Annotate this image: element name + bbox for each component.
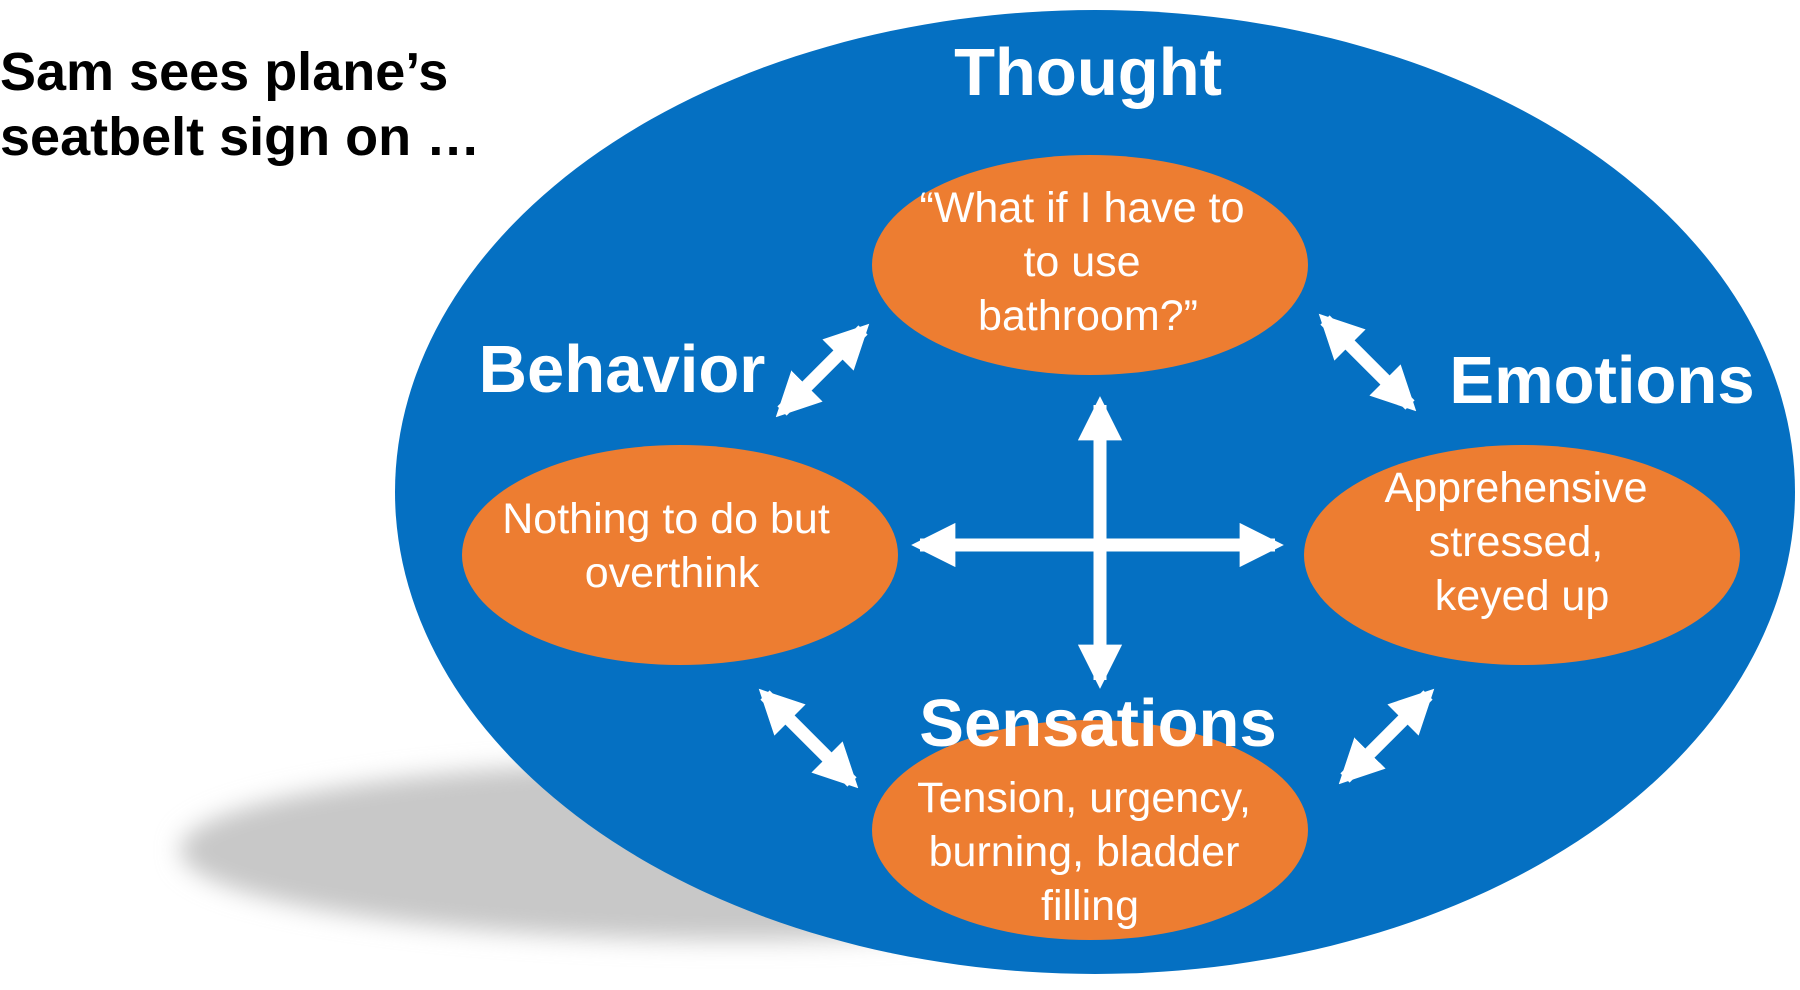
- emotions-heading: Emotions: [1449, 343, 1754, 418]
- sensations-line-3: filling: [1041, 882, 1139, 930]
- thought-line-3: bathroom?”: [978, 292, 1198, 340]
- thought-line-1: “What if I have to: [920, 184, 1245, 232]
- caption-line-1: Sam sees plane’s: [0, 42, 448, 102]
- thought-bubble: [872, 155, 1308, 375]
- diagram-caption: Sam sees plane’s seatbelt sign on …: [0, 42, 480, 167]
- sensations-bubble: [872, 720, 1308, 940]
- emotions-text: Apprehensive stressed, keyed up: [1385, 464, 1660, 620]
- caption-line-2: seatbelt sign on …: [0, 107, 480, 167]
- behavior-bubble: [462, 445, 898, 665]
- sensations-line-1: Tension, urgency,: [917, 774, 1251, 822]
- sensations-line-2: burning, bladder: [929, 828, 1240, 876]
- emotions-line-2: stressed,: [1429, 518, 1603, 566]
- thought-heading: Thought: [954, 35, 1222, 110]
- double-arrow-icon: [775, 323, 870, 418]
- double-arrow-icon: [1338, 688, 1435, 785]
- behavior-line-2: overthink: [585, 549, 760, 597]
- behavior-heading: Behavior: [479, 332, 766, 407]
- sensations-heading: Sensations: [919, 686, 1276, 761]
- double-arrow-icon: [758, 688, 859, 789]
- thought-text: “What if I have to to use bathroom?”: [920, 184, 1257, 340]
- behavior-line-1: Nothing to do but: [502, 495, 830, 543]
- sensations-text: Tension, urgency, burning, bladder filli…: [917, 774, 1263, 930]
- thought-line-2: to use: [1023, 238, 1140, 286]
- emotions-line-3: keyed up: [1435, 572, 1610, 620]
- behavior-text: Nothing to do but overthink: [502, 495, 841, 597]
- emotions-bubble: [1304, 445, 1740, 665]
- double-arrow-icon: [1318, 313, 1417, 412]
- emotions-line-1: Apprehensive: [1385, 464, 1648, 512]
